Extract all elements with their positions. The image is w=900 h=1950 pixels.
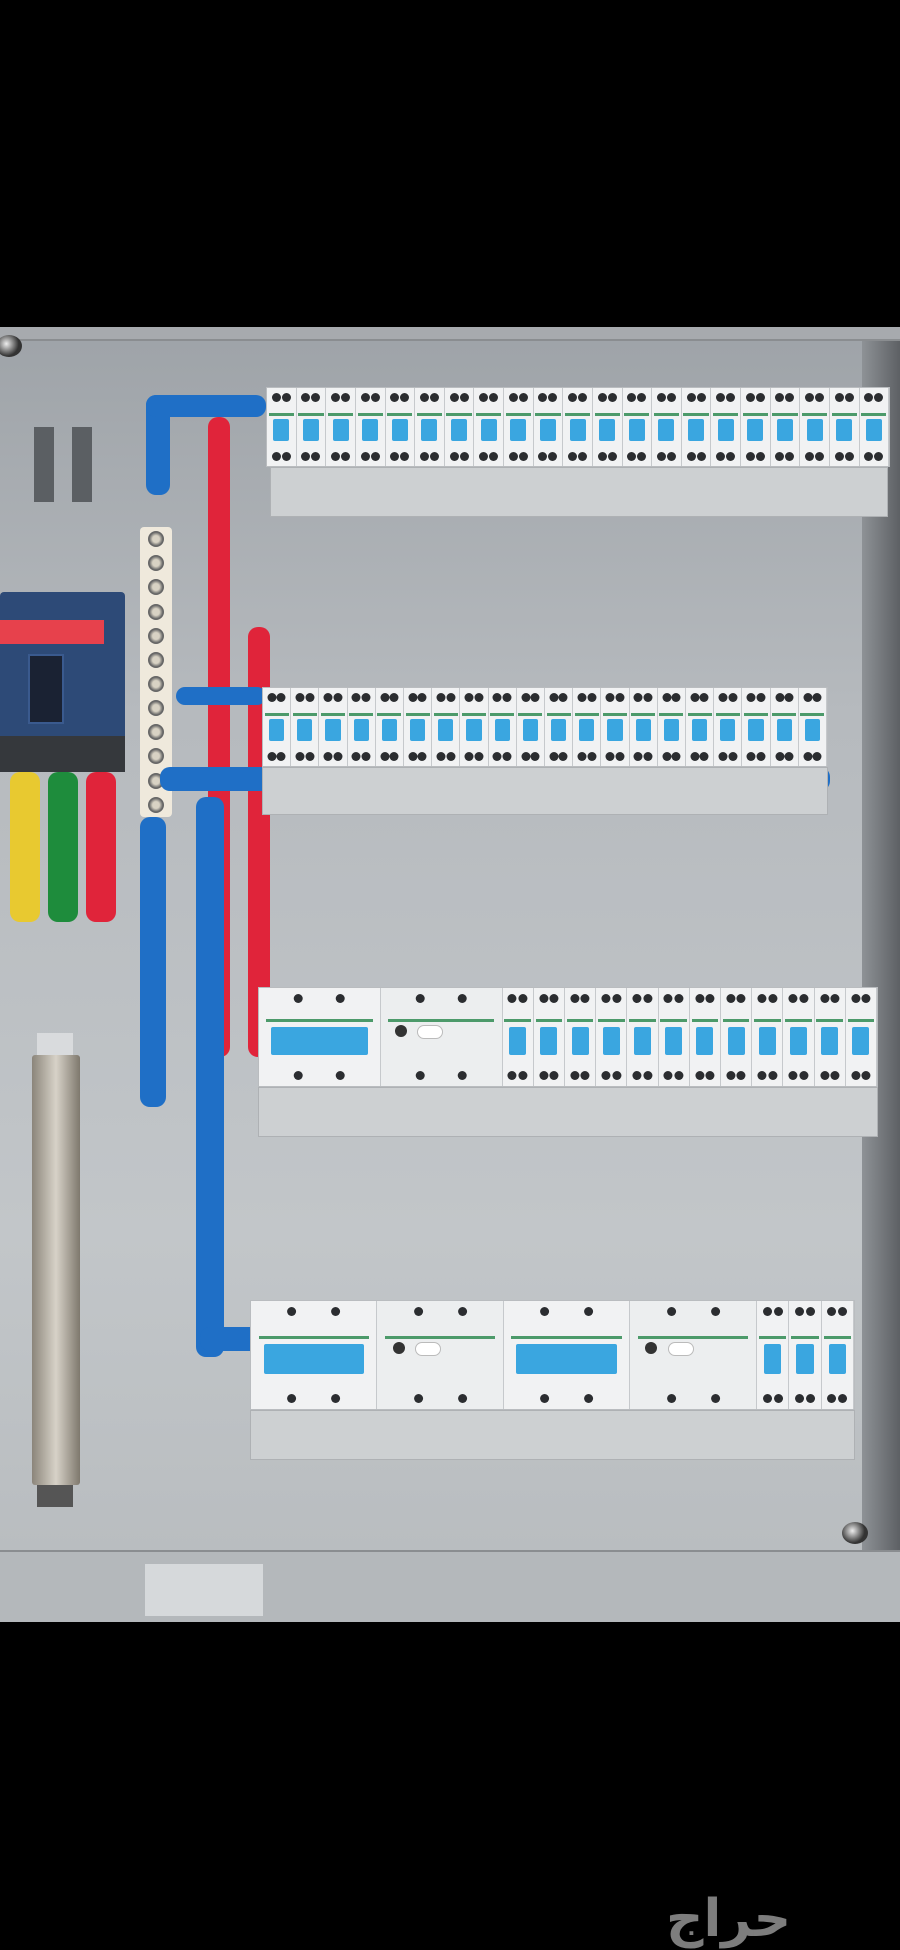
- blue-wire-bundle: [146, 395, 266, 417]
- breaker-row-1: [266, 387, 890, 467]
- circuit-breaker: [721, 988, 753, 1086]
- rcd-module: [630, 1301, 757, 1409]
- circuit-breaker: [686, 688, 715, 766]
- circuit-breaker: [821, 1301, 854, 1409]
- circuit-breaker: [689, 988, 722, 1086]
- ground-busbar: [32, 1033, 80, 1507]
- breaker-terminals: [0, 736, 125, 772]
- blue-wire-bundle: [176, 687, 266, 705]
- circuit-breaker: [798, 688, 828, 766]
- rcd-module: [380, 988, 503, 1086]
- circuit-breaker: [563, 388, 593, 466]
- circuit-breaker: [296, 388, 327, 466]
- screw-icon: [0, 335, 22, 357]
- circuit-breaker: [488, 688, 517, 766]
- mounting-tab: [37, 1033, 73, 1055]
- breaker-row-3: [258, 987, 878, 1087]
- circuit-breaker: [444, 388, 475, 466]
- circuit-breaker: [533, 988, 565, 1086]
- circuit-breaker: [385, 388, 416, 466]
- circuit-breaker: [658, 988, 690, 1086]
- circuit-breaker: [503, 1301, 631, 1409]
- circuit-breaker: [592, 388, 623, 466]
- circuit-breaker: [789, 1301, 822, 1409]
- breaker-row-2: [262, 687, 828, 767]
- circuit-breaker: [291, 688, 320, 766]
- circuit-breaker: [263, 688, 292, 766]
- breaker-row-4-base: [250, 1410, 855, 1460]
- cabinet-top-edge: [0, 327, 900, 341]
- circuit-breaker: [267, 388, 297, 466]
- circuit-breaker: [652, 388, 682, 466]
- red-phase-wire: [86, 772, 116, 922]
- circuit-breaker: [800, 388, 830, 466]
- green-phase-wire: [48, 772, 78, 922]
- circuit-breaker: [545, 688, 574, 766]
- circuit-breaker: [404, 688, 433, 766]
- circuit-breaker: [596, 988, 628, 1086]
- circuit-breaker: [504, 388, 534, 466]
- circuit-breaker: [573, 688, 602, 766]
- breaker-handle: [28, 654, 64, 724]
- circuit-breaker: [627, 988, 659, 1086]
- circuit-breaker: [742, 688, 771, 766]
- screw-icon: [842, 1522, 868, 1544]
- rcd-module: [377, 1301, 504, 1409]
- yellow-phase-wire: [10, 772, 40, 922]
- label-plate: [145, 1564, 263, 1616]
- circuit-breaker: [347, 688, 376, 766]
- circuit-breaker: [533, 388, 564, 466]
- circuit-breaker: [657, 688, 687, 766]
- circuit-breaker: [415, 388, 445, 466]
- breaker-row-3-base: [258, 1087, 878, 1137]
- cabinet-bottom-edge: [0, 1550, 900, 1622]
- neutral-busbar: [140, 527, 172, 817]
- circuit-breaker: [432, 688, 461, 766]
- blue-wire-bundle: [196, 797, 224, 1357]
- circuit-breaker: [355, 388, 386, 466]
- panel-photo: [0, 327, 900, 1622]
- cabinet-right-wall: [862, 341, 900, 1611]
- circuit-breaker: [711, 388, 741, 466]
- breaker-row-2-base: [262, 767, 828, 815]
- circuit-breaker: [319, 688, 348, 766]
- circuit-breaker: [622, 388, 653, 466]
- circuit-breaker: [601, 688, 630, 766]
- circuit-breaker: [752, 988, 784, 1086]
- circuit-breaker: [783, 988, 815, 1086]
- circuit-breaker: [859, 388, 890, 466]
- circuit-breaker: [251, 1301, 378, 1409]
- circuit-breaker: [770, 388, 801, 466]
- busbar-blade: [72, 427, 92, 502]
- main-circuit-breaker: [0, 592, 125, 772]
- blue-wire-bundle: [140, 817, 166, 1107]
- breaker-row-1-base: [270, 467, 888, 517]
- circuit-breaker: [629, 688, 658, 766]
- circuit-breaker: [756, 1301, 790, 1409]
- circuit-breaker: [741, 388, 771, 466]
- breaker-row-4: [250, 1300, 855, 1410]
- circuit-breaker: [565, 988, 597, 1086]
- circuit-breaker: [814, 988, 846, 1086]
- circuit-breaker: [845, 988, 878, 1086]
- circuit-breaker: [259, 988, 381, 1086]
- haraj-watermark: حراج: [666, 1889, 792, 1949]
- circuit-breaker: [681, 388, 712, 466]
- breaker-label-strip: [0, 620, 104, 644]
- circuit-breaker: [829, 388, 860, 466]
- circuit-breaker: [375, 688, 405, 766]
- circuit-breaker: [460, 688, 489, 766]
- circuit-breaker: [326, 388, 356, 466]
- circuit-breaker: [502, 988, 534, 1086]
- circuit-breaker: [770, 688, 799, 766]
- mounting-tab: [37, 1485, 73, 1507]
- circuit-breaker: [474, 388, 504, 466]
- busbar-blade: [34, 427, 54, 502]
- circuit-breaker: [516, 688, 546, 766]
- circuit-breaker: [714, 688, 743, 766]
